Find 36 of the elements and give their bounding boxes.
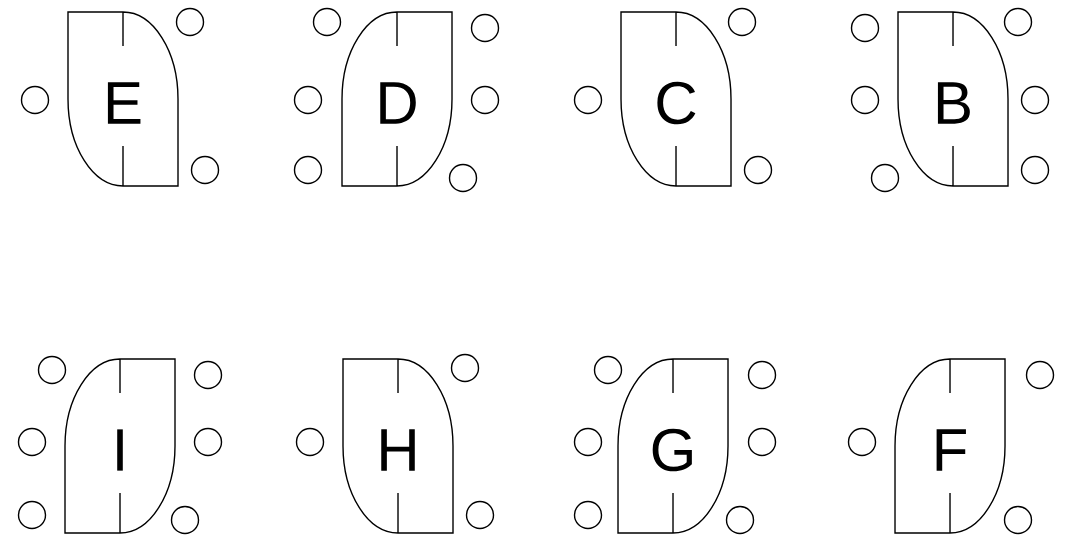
circle (593, 355, 623, 385)
circle (747, 427, 777, 457)
circle (1003, 7, 1033, 37)
circle (747, 360, 777, 390)
circle (190, 155, 220, 185)
circle (448, 163, 478, 193)
circle (293, 85, 323, 115)
circle (573, 427, 603, 457)
circle (725, 505, 755, 535)
circle (573, 85, 603, 115)
circle (850, 13, 880, 43)
circle (293, 155, 323, 185)
circle (20, 85, 50, 115)
circle (573, 500, 603, 530)
circle (17, 427, 47, 457)
circle (193, 360, 223, 390)
circle (470, 85, 500, 115)
circle (175, 7, 205, 37)
circle (295, 427, 325, 457)
circle (743, 155, 773, 185)
circle (450, 353, 480, 383)
circle (37, 355, 67, 385)
circle (847, 427, 877, 457)
circle (465, 500, 495, 530)
circle (17, 500, 47, 530)
circle (170, 505, 200, 535)
circle (312, 7, 342, 37)
circle (870, 163, 900, 193)
circle (1020, 85, 1050, 115)
circle (470, 13, 500, 43)
circle (850, 85, 880, 115)
circle (193, 427, 223, 457)
circle (1003, 505, 1033, 535)
circle (1020, 155, 1050, 185)
circle (1025, 360, 1055, 390)
circle (727, 7, 757, 37)
